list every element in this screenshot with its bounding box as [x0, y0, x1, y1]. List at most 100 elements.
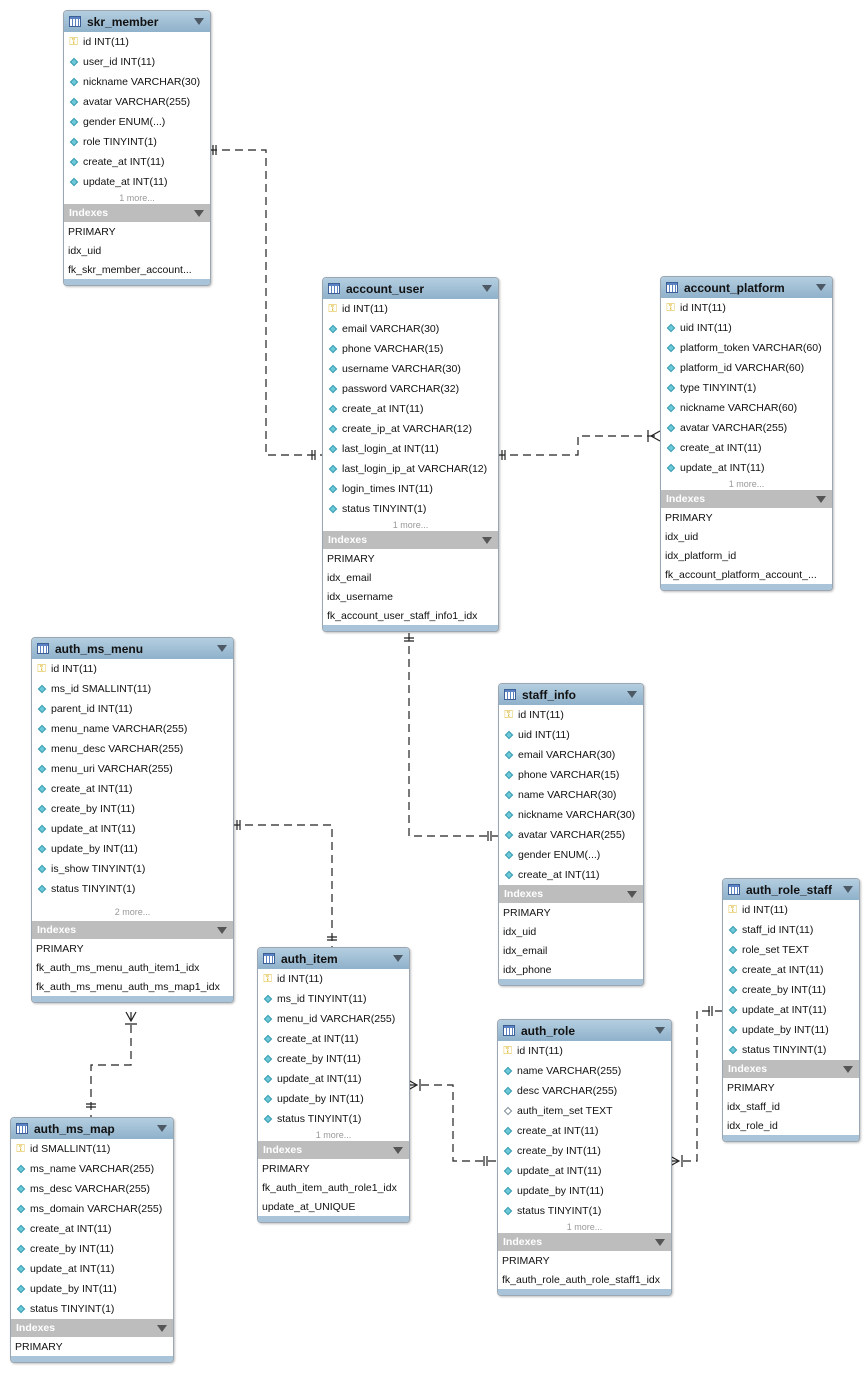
collapse-triangle-icon[interactable]: [627, 891, 637, 898]
index-row[interactable]: PRIMARY: [327, 552, 375, 565]
column-row[interactable]: update_by INT(11): [258, 1089, 409, 1109]
indexes-header[interactable]: Indexes: [64, 204, 210, 222]
index-row[interactable]: idx_username: [327, 590, 393, 603]
indexes-header[interactable]: Indexes: [723, 1060, 859, 1078]
more-columns-label[interactable]: 2 more...: [114, 907, 151, 917]
table-auth-ms-map[interactable]: auth_ms_map⚿id SMALLINT(11)ms_name VARCH…: [10, 1117, 174, 1363]
column-row[interactable]: last_login_ip_at VARCHAR(12): [323, 459, 498, 479]
column-row[interactable]: ⚿id INT(11): [323, 299, 498, 319]
column-row[interactable]: password VARCHAR(32): [323, 379, 498, 399]
column-row[interactable]: gender ENUM(...): [64, 112, 210, 132]
column-row[interactable]: status TINYINT(1): [11, 1299, 173, 1319]
index-row[interactable]: idx_uid: [665, 530, 699, 543]
collapse-triangle-icon[interactable]: [217, 927, 227, 934]
column-row[interactable]: uid INT(11): [661, 318, 832, 338]
table-header[interactable]: auth_role: [498, 1020, 671, 1041]
column-row[interactable]: user_id INT(11): [64, 52, 210, 72]
index-row[interactable]: PRIMARY: [502, 1254, 550, 1267]
column-row[interactable]: ⚿id INT(11): [661, 298, 832, 318]
index-row[interactable]: idx_email: [503, 944, 548, 957]
index-row[interactable]: idx_uid: [68, 244, 102, 257]
column-row[interactable]: platform_id VARCHAR(60): [661, 358, 832, 378]
index-row[interactable]: update_at_UNIQUE: [262, 1200, 356, 1213]
column-row[interactable]: email VARCHAR(30): [499, 745, 643, 765]
column-row[interactable]: create_at INT(11): [499, 865, 643, 885]
index-row[interactable]: idx_role_id: [727, 1119, 778, 1132]
column-row[interactable]: is_show TINYINT(1): [32, 859, 233, 879]
column-row[interactable]: ⚿id INT(11): [32, 659, 233, 679]
collapse-triangle-icon[interactable]: [655, 1239, 665, 1246]
table-auth-ms-menu[interactable]: auth_ms_menu⚿id INT(11)ms_id SMALLINT(11…: [31, 637, 234, 1003]
column-row[interactable]: create_at INT(11): [498, 1121, 671, 1141]
column-row[interactable]: ms_desc VARCHAR(255): [11, 1179, 173, 1199]
index-row[interactable]: idx_platform_id: [665, 549, 737, 562]
column-row[interactable]: username VARCHAR(30): [323, 359, 498, 379]
collapse-triangle-icon[interactable]: [627, 691, 637, 698]
column-row[interactable]: menu_id VARCHAR(255): [258, 1009, 409, 1029]
column-row[interactable]: avatar VARCHAR(255): [661, 418, 832, 438]
column-row[interactable]: create_at INT(11): [64, 152, 210, 172]
column-row[interactable]: update_at INT(11): [11, 1259, 173, 1279]
column-row[interactable]: update_at INT(11): [498, 1161, 671, 1181]
column-row[interactable]: update_by INT(11): [32, 839, 233, 859]
indexes-header[interactable]: Indexes: [32, 921, 233, 939]
column-row[interactable]: name VARCHAR(255): [498, 1061, 671, 1081]
collapse-triangle-icon[interactable]: [843, 886, 853, 893]
table-auth-role[interactable]: auth_role⚿id INT(11)name VARCHAR(255)des…: [497, 1019, 672, 1296]
collapse-triangle-icon[interactable]: [194, 210, 204, 217]
column-row[interactable]: menu_uri VARCHAR(255): [32, 759, 233, 779]
column-row[interactable]: desc VARCHAR(255): [498, 1081, 671, 1101]
collapse-triangle-icon[interactable]: [816, 284, 826, 291]
collapse-triangle-icon[interactable]: [393, 1147, 403, 1154]
column-row[interactable]: ⚿id INT(11): [498, 1041, 671, 1061]
column-row[interactable]: menu_name VARCHAR(255): [32, 719, 233, 739]
column-row[interactable]: ms_name VARCHAR(255): [11, 1159, 173, 1179]
collapse-triangle-icon[interactable]: [217, 645, 227, 652]
index-row[interactable]: fk_auth_ms_menu_auth_item1_idx: [36, 961, 200, 974]
index-row[interactable]: fk_skr_member_account...: [68, 263, 192, 276]
column-row[interactable]: create_at INT(11): [258, 1029, 409, 1049]
index-row[interactable]: PRIMARY: [15, 1340, 63, 1353]
column-row[interactable]: ms_domain VARCHAR(255): [11, 1199, 173, 1219]
index-row[interactable]: fk_auth_item_auth_role1_idx: [262, 1181, 397, 1194]
index-row[interactable]: PRIMARY: [727, 1081, 775, 1094]
column-row[interactable]: create_at INT(11): [11, 1219, 173, 1239]
column-row[interactable]: create_at INT(11): [323, 399, 498, 419]
column-row[interactable]: last_login_at INT(11): [323, 439, 498, 459]
column-row[interactable]: update_by INT(11): [723, 1020, 859, 1040]
table-header[interactable]: skr_member: [64, 11, 210, 32]
column-row[interactable]: update_by INT(11): [498, 1181, 671, 1201]
column-row[interactable]: status TINYINT(1): [323, 499, 498, 519]
column-row[interactable]: uid INT(11): [499, 725, 643, 745]
table-auth-role-staff[interactable]: auth_role_staff⚿id INT(11)staff_id INT(1…: [722, 878, 860, 1142]
column-row[interactable]: parent_id INT(11): [32, 699, 233, 719]
table-skr-member[interactable]: skr_member⚿id INT(11)user_id INT(11)nick…: [63, 10, 211, 286]
column-row[interactable]: role_set TEXT: [723, 940, 859, 960]
table-account-platform[interactable]: account_platform⚿id INT(11)uid INT(11) pl…: [660, 276, 833, 591]
column-row[interactable]: email VARCHAR(30): [323, 319, 498, 339]
table-header[interactable]: account_platform: [661, 277, 832, 298]
collapse-triangle-icon[interactable]: [843, 1066, 853, 1073]
column-row[interactable]: ms_id SMALLINT(11): [32, 679, 233, 699]
column-row[interactable]: update_by INT(11): [11, 1279, 173, 1299]
table-header[interactable]: auth_ms_map: [11, 1118, 173, 1139]
column-row[interactable]: ⚿id INT(11): [258, 969, 409, 989]
indexes-header[interactable]: Indexes: [499, 885, 643, 903]
indexes-header[interactable]: Indexes: [661, 490, 832, 508]
column-row[interactable]: create_at INT(11): [723, 960, 859, 980]
column-row[interactable]: create_by INT(11): [498, 1141, 671, 1161]
table-header[interactable]: auth_role_staff: [723, 879, 859, 900]
collapse-triangle-icon[interactable]: [655, 1027, 665, 1034]
column-row[interactable]: phone VARCHAR(15): [499, 765, 643, 785]
column-row[interactable]: status TINYINT(1): [258, 1109, 409, 1129]
column-row[interactable]: staff_id INT(11): [723, 920, 859, 940]
indexes-header[interactable]: Indexes: [11, 1319, 173, 1337]
column-row[interactable]: menu_desc VARCHAR(255): [32, 739, 233, 759]
index-row[interactable]: idx_phone: [503, 963, 552, 976]
collapse-triangle-icon[interactable]: [816, 496, 826, 503]
column-row[interactable]: avatar VARCHAR(255): [64, 92, 210, 112]
table-account-user[interactable]: account_user⚿id INT(11)email VARCHAR(30)…: [322, 277, 499, 632]
collapse-triangle-icon[interactable]: [482, 285, 492, 292]
column-row[interactable]: gender ENUM(...): [499, 845, 643, 865]
index-row[interactable]: PRIMARY: [665, 511, 713, 524]
